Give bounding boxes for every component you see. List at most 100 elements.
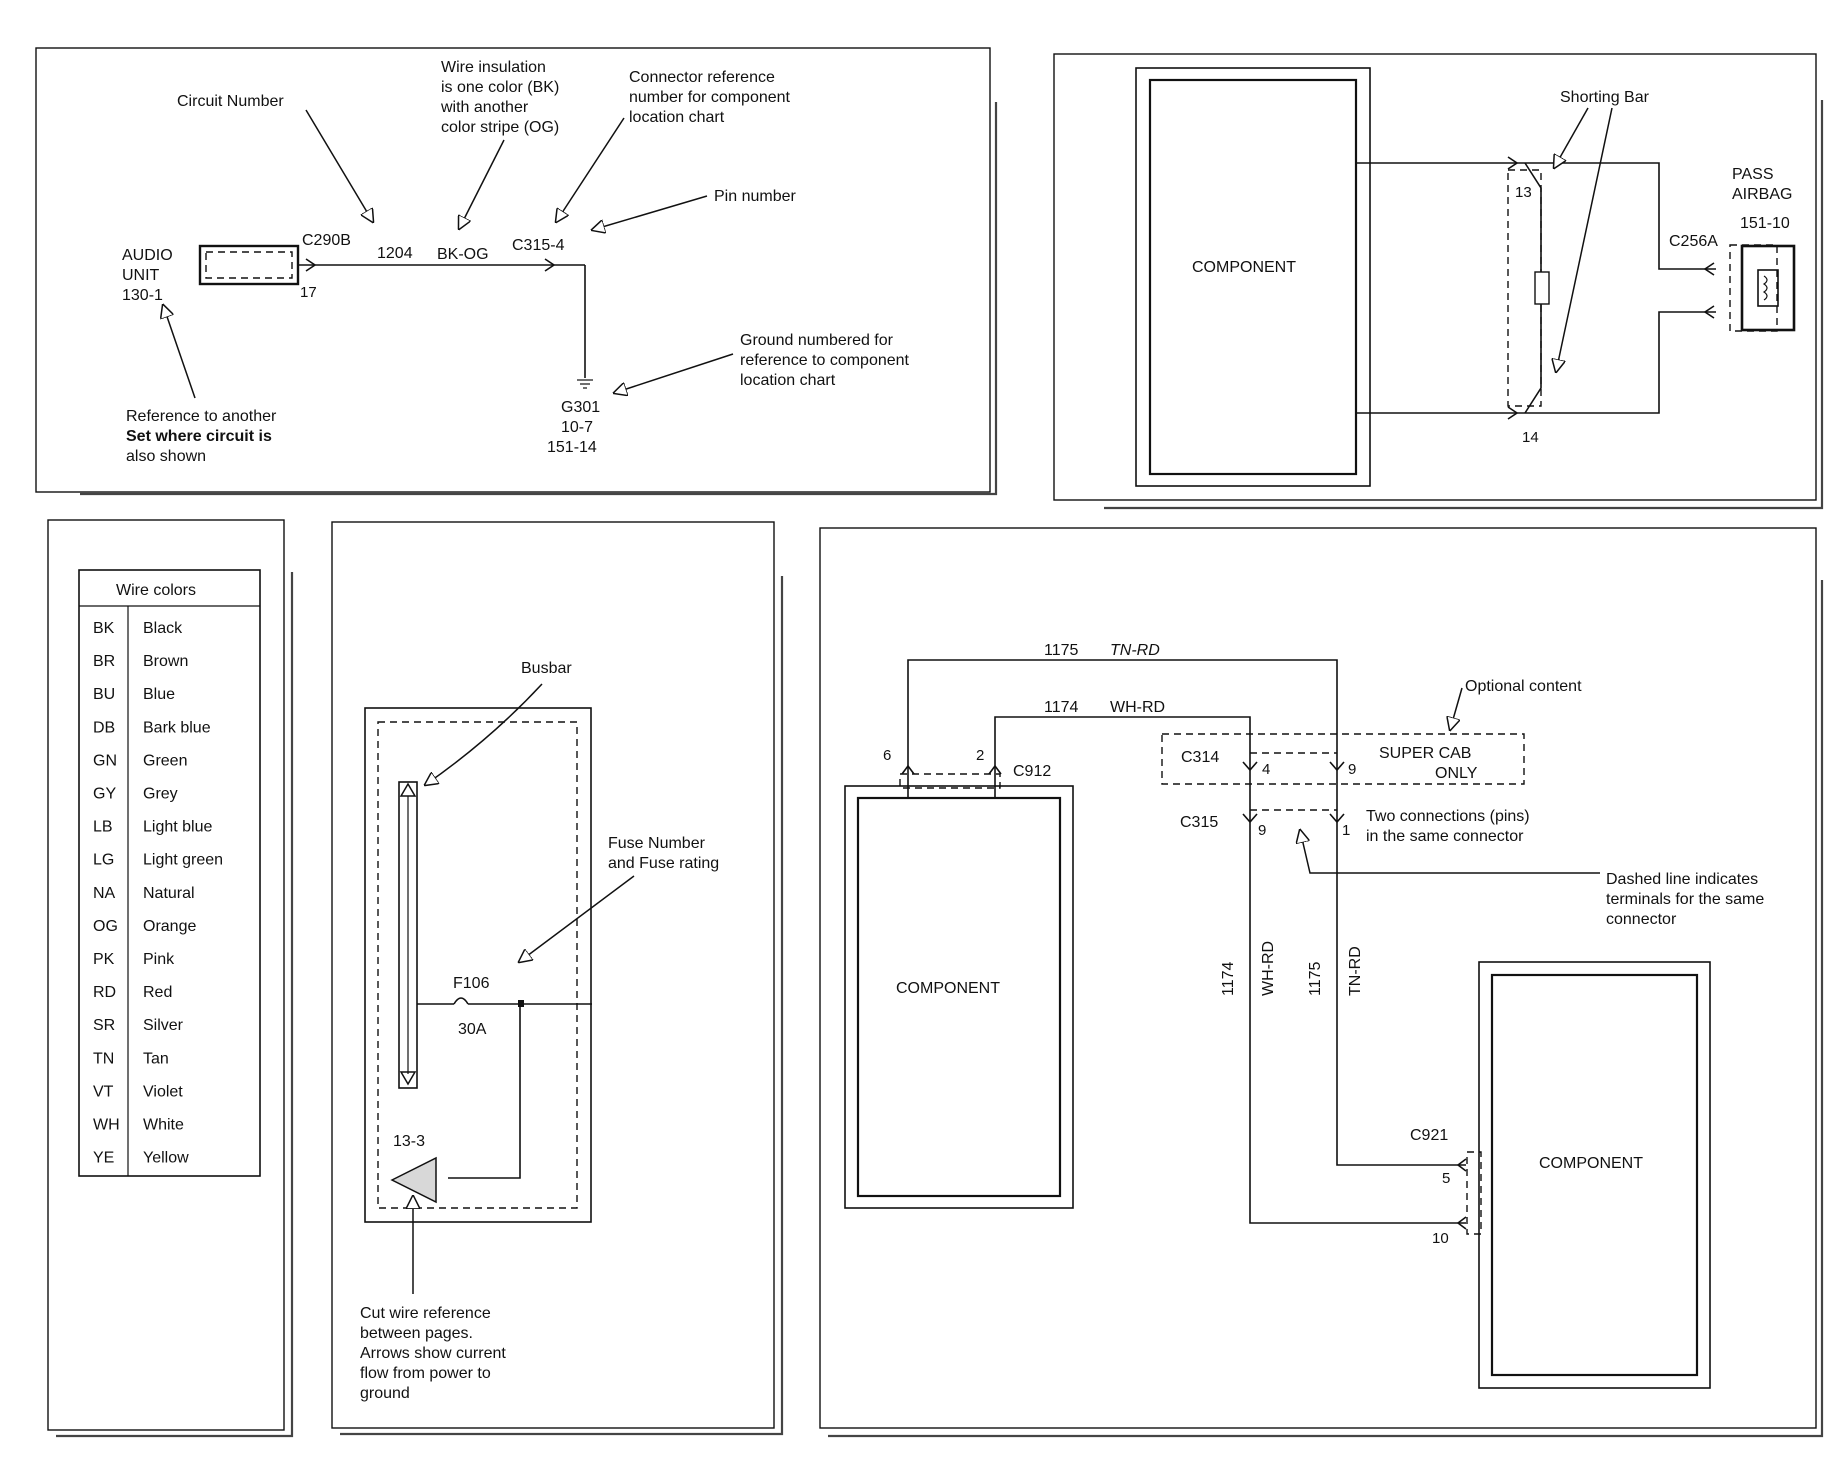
wire-wh-rd-label: WH-RD	[1110, 699, 1165, 716]
panel-busbar-fuse: Busbar Fuse Number and Fuse rating F106 …	[331, 521, 784, 1436]
connector-c315-4: C315-4	[512, 237, 565, 254]
circuit-number-callout: Circuit Number	[177, 93, 284, 110]
component-left-label: COMPONENT	[896, 980, 1000, 997]
svg-text:Set where circuit is: Set where circuit is	[126, 428, 272, 445]
svg-text:location chart: location chart	[740, 372, 836, 389]
connector-c314: C314	[1181, 749, 1219, 766]
busbar-bottom-arrow	[399, 1071, 417, 1086]
shorting-bar-element	[1534, 271, 1550, 305]
wire-color-code: GN	[93, 752, 117, 769]
arrow-pin-2	[988, 764, 1002, 775]
insulation-arrow	[459, 139, 505, 229]
svg-text:in the same connector: in the same connector	[1366, 828, 1524, 845]
svg-text:SUPER CAB: SUPER CAB	[1379, 745, 1471, 762]
cut-callout: Cut wire reference between pages. Arrows…	[360, 1305, 506, 1402]
pin-4: 4	[1262, 761, 1270, 778]
circuit-1175-label: 1175	[1044, 642, 1079, 659]
wire-color-name: Grey	[143, 786, 178, 803]
component-box	[1148, 78, 1358, 476]
wire-color-code: BK	[93, 620, 115, 637]
c921-connector-dashed	[1466, 1151, 1482, 1235]
svg-text:Ground numbered for: Ground numbered for	[740, 332, 894, 349]
arrow-c314-4	[1242, 761, 1258, 772]
wire-color-name: Yellow	[143, 1150, 189, 1167]
connector-ref-arrow	[556, 117, 625, 222]
ground-callout: Ground numbered for reference to compone…	[740, 332, 910, 389]
connector-c256a: C256A	[1669, 233, 1718, 250]
circuit-1204: 1204	[377, 245, 413, 262]
svg-text:Cut wire reference: Cut wire reference	[360, 1305, 491, 1322]
svg-text:between pages.: between pages.	[360, 1325, 473, 1342]
panel-shorting-bar: COMPONENT 13 14 Shorting Bar PASS AIRBAG…	[1053, 53, 1824, 510]
connector-ref-callout: Connector reference number for component…	[629, 69, 791, 126]
fuse-symbol	[453, 997, 469, 1005]
shorting-bar-arrow-top	[1554, 107, 1589, 168]
pin-5: 5	[1442, 1170, 1450, 1187]
connector-arrow-c315	[544, 258, 556, 272]
arrow-pin-6	[901, 764, 915, 775]
cut-ref: 13-3	[393, 1133, 425, 1150]
busbar-arrow	[425, 683, 543, 785]
svg-text:10-7: 10-7	[561, 419, 593, 436]
svg-text:Reference to another: Reference to another	[126, 408, 277, 425]
super-cab-label: SUPER CAB ONLY	[1379, 745, 1478, 782]
airbag-squib	[1757, 269, 1779, 307]
ground-callout-arrow	[614, 353, 734, 393]
svg-text:Fuse Number: Fuse Number	[608, 835, 706, 852]
wire-color-name: Blue	[143, 686, 175, 703]
reference-callout-arrow	[163, 305, 196, 399]
pin-6: 6	[883, 747, 891, 764]
arrow-c256a-bottom	[1703, 305, 1715, 319]
svg-text:G301: G301	[561, 399, 600, 416]
arrow-pin-10	[1456, 1216, 1467, 1230]
shorting-bar-label: Shorting Bar	[1560, 89, 1650, 106]
svg-text:is one color (BK): is one color (BK)	[441, 79, 559, 96]
svg-text:terminals for the same: terminals for the same	[1606, 891, 1764, 908]
wire-color-code: DB	[93, 719, 115, 736]
wire-color-code: GY	[93, 786, 116, 803]
dashed-line-callout-arrow	[1300, 830, 1600, 874]
wire-insulation-callout: Wire insulation is one color (BK) with a…	[440, 59, 559, 136]
wire-color-name: Tan	[143, 1050, 169, 1067]
two-connections-callout: Two connections (pins) in the same conne…	[1366, 808, 1530, 845]
pin-17: 17	[300, 284, 317, 301]
vertical-1175: 1175	[1307, 961, 1324, 996]
wire-tn-rd-label: TN-RD	[1110, 642, 1160, 659]
svg-text:and Fuse rating: and Fuse rating	[608, 855, 719, 872]
wire-color-name: Brown	[143, 653, 188, 670]
pin-9-bottom: 9	[1258, 822, 1266, 839]
svg-text:color stripe (OG): color stripe (OG)	[441, 119, 559, 136]
vertical-tn-rd: TN-RD	[1347, 946, 1364, 996]
pin-1: 1	[1342, 822, 1350, 839]
wire-color-code: RD	[93, 984, 116, 1001]
svg-text:with another: with another	[440, 99, 529, 116]
wire-color-code: SR	[93, 1017, 115, 1034]
wire-pin-14	[1356, 311, 1716, 414]
fuse-rating: 30A	[458, 1021, 487, 1038]
wire-color-code: PK	[93, 951, 115, 968]
dashed-line-callout: Dashed line indicates terminals for the …	[1606, 871, 1764, 928]
wire-color-name: Natural	[143, 885, 195, 902]
svg-text:Wire insulation: Wire insulation	[441, 59, 546, 76]
wire-color-name: Light green	[143, 852, 223, 869]
svg-text:location chart: location chart	[629, 109, 725, 126]
pin-2: 2	[976, 747, 984, 764]
pin-number-arrow	[592, 195, 708, 230]
wire-color-code: BU	[93, 686, 115, 703]
svg-text:number for component: number for component	[629, 89, 791, 106]
cut-wire	[448, 1004, 521, 1179]
arrow-c314-9	[1329, 761, 1345, 772]
wire-color-name: Light blue	[143, 819, 212, 836]
pin-13: 13	[1515, 184, 1532, 201]
pin-9-top: 9	[1348, 761, 1356, 778]
svg-text:UNIT: UNIT	[122, 267, 160, 284]
vertical-wh-rd: WH-RD	[1260, 941, 1277, 996]
wire-color-code: NA	[93, 885, 116, 902]
connector-c315: C315	[1180, 814, 1218, 831]
fuse-box-dashed	[377, 721, 578, 1209]
svg-text:151-14: 151-14	[547, 439, 597, 456]
component-right-label: COMPONENT	[1539, 1155, 1643, 1172]
wire-1175	[907, 659, 1466, 1166]
pin-14: 14	[1522, 429, 1539, 446]
